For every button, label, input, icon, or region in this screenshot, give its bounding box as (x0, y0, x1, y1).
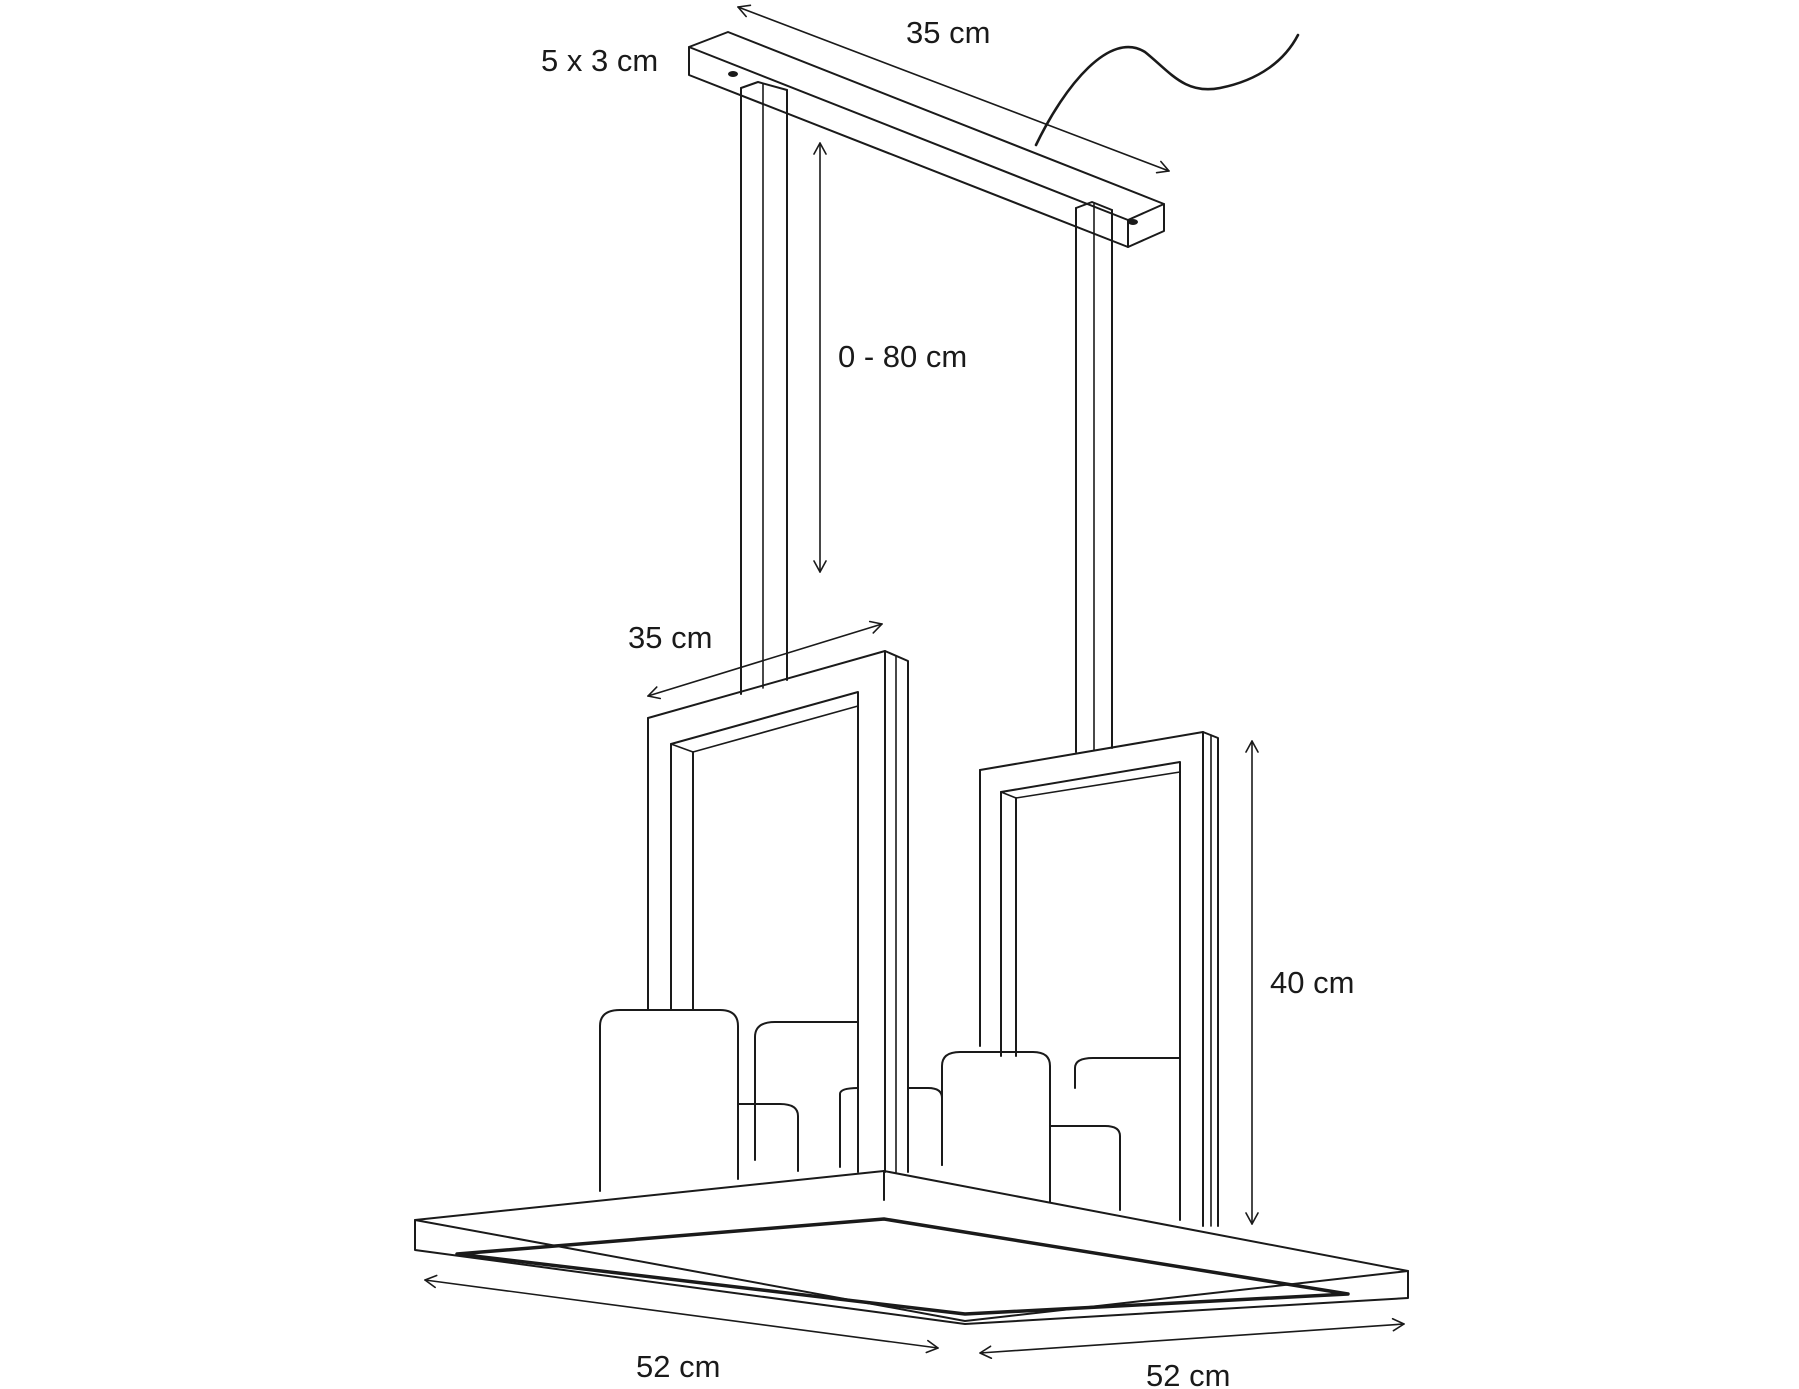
screw-hole-icon (728, 71, 738, 77)
base-front-dimension-line (424, 1274, 939, 1354)
canopy-length-dimension-line (737, 4, 1170, 174)
frame-width-dimension-line (647, 620, 883, 700)
frame-height-label: 40 cm (1270, 965, 1354, 1000)
pillar-candle (599, 1009, 739, 1192)
pillar-candle (839, 1087, 859, 1168)
pillar-candle (754, 1021, 859, 1161)
left-frame (647, 650, 909, 1173)
right-suspension-rod (1075, 201, 1113, 753)
candle-group-left (599, 1009, 943, 1192)
pillar-candle (1074, 1057, 1181, 1089)
canopy-length-label: 35 cm (906, 15, 990, 50)
candle-group-right (941, 1051, 1181, 1211)
right-frame (979, 731, 1219, 1227)
pillar-candle (941, 1051, 1051, 1203)
frame-width-label: 35 cm (628, 620, 712, 655)
screw-hole-icon (1128, 219, 1138, 225)
pillar-candle (1049, 1125, 1121, 1211)
pillar-candle (737, 1103, 799, 1172)
base-front-label: 52 cm (636, 1349, 720, 1384)
base-tray (414, 1170, 1409, 1325)
power-cable (1034, 33, 1300, 147)
canopy-section-label: 5 x 3 cm (541, 43, 658, 78)
base-side-dimension-line (979, 1317, 1405, 1360)
base-side-label: 52 cm (1146, 1358, 1230, 1389)
left-suspension-rod (740, 81, 788, 695)
suspension-length-label: 0 - 80 cm (838, 339, 967, 374)
